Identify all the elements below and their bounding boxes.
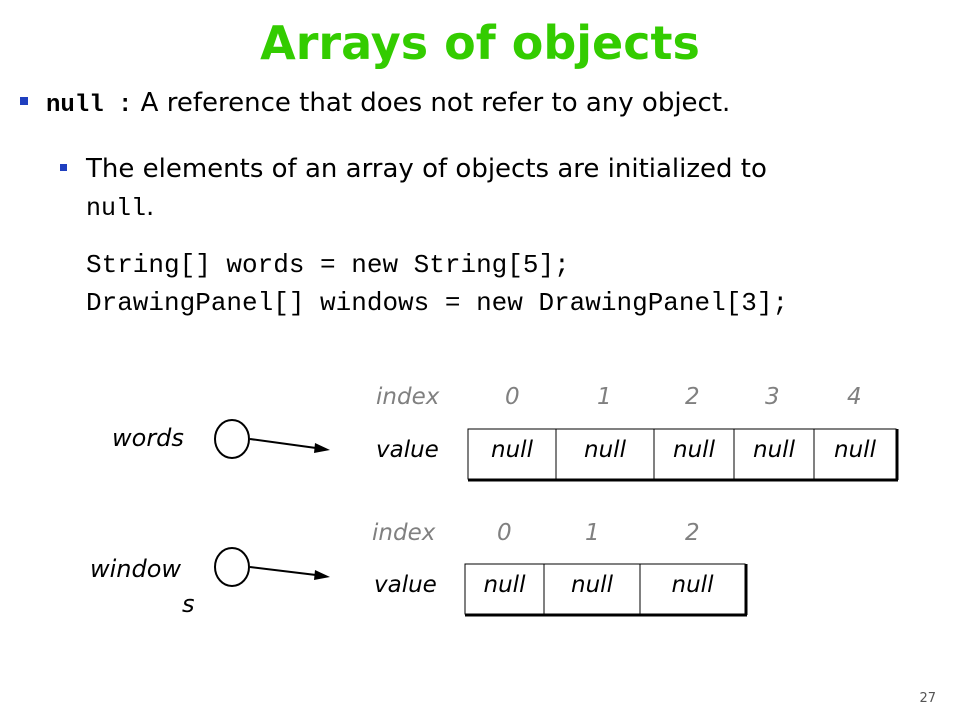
words-index-1: 1 xyxy=(597,384,612,410)
page-number: 27 xyxy=(919,691,936,706)
windows-cell-2: null xyxy=(671,572,714,598)
words-index-4: 4 xyxy=(847,384,862,410)
words-cell-3: null xyxy=(753,437,795,463)
initialization-text: The elements of an array of objects are … xyxy=(86,150,940,228)
windows-arrow-head xyxy=(314,570,330,580)
windows-index-1: 1 xyxy=(585,520,600,546)
words-cell-1: null xyxy=(584,437,626,463)
initialization-sentence: The elements of an array of objects are … xyxy=(86,154,767,184)
windows-index-0: 0 xyxy=(497,520,512,546)
words-cell-0: null xyxy=(491,437,533,463)
bullet-initialization: The elements of an array of objects are … xyxy=(60,150,940,228)
bullet-null-definition: null : A reference that does not refer t… xyxy=(20,88,730,119)
keyword-colon: : xyxy=(103,92,133,119)
code-line-windows: DrawingPanel[] windows = new DrawingPane… xyxy=(86,288,789,318)
words-index-2: 2 xyxy=(685,384,700,410)
words-arrow-head xyxy=(314,443,330,453)
windows-arrow-line xyxy=(249,566,317,576)
words-arrow-line xyxy=(249,438,317,449)
words-cell-2: null xyxy=(673,437,715,463)
windows-variable-label-line2: s xyxy=(182,590,195,618)
code-line-words: String[] words = new String[5]; xyxy=(86,250,570,280)
words-cell-4: null xyxy=(834,437,876,463)
windows-variable-label-line1: window xyxy=(90,555,182,583)
square-bullet-icon xyxy=(20,96,28,105)
words-index-0: 0 xyxy=(505,384,520,410)
words-variable-label: words xyxy=(112,424,184,452)
null-word: null xyxy=(86,194,147,223)
code-block: String[] words = new String[5]; DrawingP… xyxy=(86,246,788,322)
square-sub-bullet-icon xyxy=(60,164,67,171)
windows-value-label: value xyxy=(374,572,437,598)
words-index-3: 3 xyxy=(765,384,780,410)
windows-cell-1: null xyxy=(571,572,613,598)
slide-title: Arrays of objects xyxy=(260,16,700,70)
null-definition-text: A reference that does not refer to any o… xyxy=(132,88,731,118)
windows-index-2: 2 xyxy=(685,520,700,546)
windows-index-label: index xyxy=(372,520,436,546)
words-value-label: value xyxy=(376,437,439,463)
words-index-label: index xyxy=(376,384,440,410)
windows-cell-0: null xyxy=(483,572,526,598)
null-keyword: null xyxy=(46,92,104,119)
windows-reference-circle xyxy=(214,547,250,587)
words-reference-circle xyxy=(214,419,250,459)
sentence-period: . xyxy=(146,192,155,222)
